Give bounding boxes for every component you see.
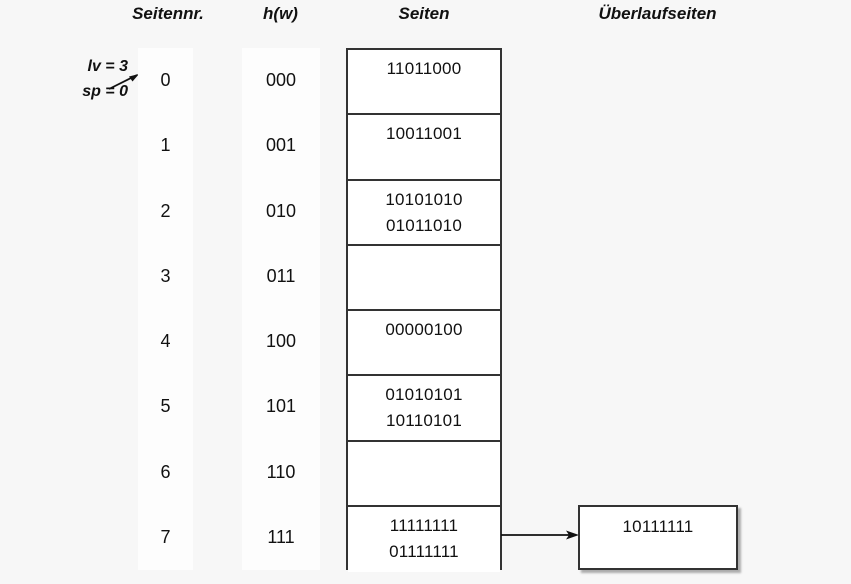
hw-cell: 011 — [266, 265, 296, 286]
annotation-lv-sp: lv = 3 sp = 0 — [36, 54, 128, 104]
hw-cell: 111 — [267, 526, 295, 547]
seitennr-cell: 3 — [160, 265, 171, 286]
seitennr-cell: 0 — [160, 70, 171, 91]
overflow-record: 10111111 — [622, 517, 694, 536]
page-cell: 00000100 — [348, 311, 500, 377]
seitennr-cell: 1 — [160, 135, 171, 156]
seitennr-cell: 7 — [160, 526, 171, 547]
page-record: 10101010 — [385, 189, 463, 209]
page-record: 11111111 — [389, 515, 459, 535]
page-record: 11011000 — [386, 59, 462, 78]
column-hw: 000 001 010 011 100 101 110 111 — [242, 48, 320, 570]
column-header-seiten: Seiten — [398, 4, 450, 23]
column-header-seitennr: Seitennr. — [132, 4, 204, 23]
page-cell: 10011001 — [348, 115, 500, 181]
pages-table: 11011000 10011001 10101010 01011010 00000100… — [346, 48, 502, 572]
hw-cell: 010 — [265, 200, 297, 221]
seitennr-cell: 6 — [160, 461, 171, 482]
arrow-right-icon — [501, 530, 579, 540]
column-band-hw — [242, 48, 320, 570]
page-record: 01111111 — [389, 541, 459, 561]
seitennr-cell: 5 — [160, 396, 171, 417]
page-record: 10110101 — [386, 411, 462, 431]
page-cell: 11011000 — [348, 50, 500, 116]
page-cell: 01010101 10110101 — [348, 376, 500, 442]
column-header-hw: h(w) — [263, 4, 298, 23]
page-record: 00000100 — [385, 320, 463, 339]
page-cell: 11111111 01111111 — [348, 506, 500, 572]
page-cell: 10101010 01011010 — [348, 180, 500, 246]
page-record: 10011001 — [386, 124, 462, 144]
page-record: 01011010 — [386, 215, 462, 235]
annotation-sp-label: sp = 0 — [82, 83, 128, 100]
column-seitennr: 0 1 2 3 4 5 6 7 — [138, 48, 193, 570]
hw-cell: 110 — [266, 461, 296, 482]
page-cell — [348, 245, 500, 311]
column-band-seitennr — [138, 48, 193, 570]
hw-cell: 000 — [265, 70, 297, 91]
page-cell — [348, 441, 500, 507]
page-record: 01010101 — [385, 385, 463, 405]
hw-cell: 001 — [265, 135, 297, 156]
seitennr-cell: 4 — [160, 331, 171, 352]
overflow-page-box: 10111111 — [578, 505, 738, 570]
hw-cell: 100 — [265, 331, 297, 352]
seitennr-cell: 2 — [160, 200, 171, 221]
annotation-lv-label: lv = 3 — [87, 58, 128, 75]
column-header-ueberlaufseiten: Überlaufseiten — [598, 4, 717, 23]
hw-cell: 101 — [265, 396, 297, 417]
